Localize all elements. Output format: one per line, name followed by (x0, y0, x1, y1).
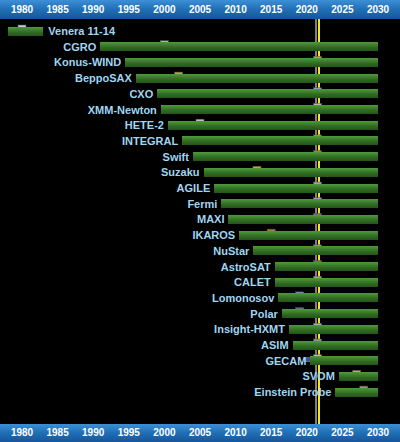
mission-row: Konus-WIND (54, 55, 378, 69)
mission-name: AstroSAT (221, 260, 271, 274)
mission-bar (157, 89, 378, 98)
mission-name: Fermi (187, 197, 217, 211)
axis-year: 2000 (153, 4, 175, 16)
mission-bar (136, 74, 378, 83)
mission-name: CXO (129, 87, 153, 101)
mission-row: CGRO (63, 40, 378, 54)
axis-year: 2030 (367, 4, 389, 16)
mission-name: Einstein Probe (254, 385, 331, 399)
axis-year: 2025 (331, 427, 353, 439)
mission-row: ASIM (261, 338, 378, 352)
mission-bar (182, 136, 378, 145)
mission-row: Suzaku (161, 165, 378, 179)
axis-year: 2005 (189, 427, 211, 439)
mission-bar (335, 388, 378, 397)
mission-name: INTEGRAL (122, 134, 178, 148)
mission-name: BeppoSAX (75, 71, 132, 85)
mission-row: CALET (234, 275, 378, 289)
mission-name: Insight-HXMT (214, 322, 285, 336)
axis-year: 2010 (224, 427, 246, 439)
mission-name: Suzaku (161, 165, 200, 179)
axis-year: 2015 (260, 427, 282, 439)
mission-row: XMM-Newton (88, 103, 378, 117)
mission-bar (282, 309, 378, 318)
axis-year: 2000 (153, 427, 175, 439)
mission-row: NuStar (213, 244, 378, 258)
axis-year: 1985 (46, 427, 68, 439)
mission-name: XMM-Newton (88, 103, 157, 117)
mission-row: Fermi (187, 197, 378, 211)
axis-year: 1990 (82, 4, 104, 16)
mission-row: Polar (250, 307, 378, 321)
mission-bar (168, 121, 378, 130)
mission-bar (239, 231, 378, 240)
mission-name: Swift (163, 150, 189, 164)
mission-bar (293, 341, 378, 350)
mission-row: AGILE (177, 181, 378, 195)
axis-year: 2020 (296, 427, 318, 439)
bottom-axis-band (0, 424, 400, 442)
mission-bar (275, 278, 378, 287)
mission-row: GECAM (265, 354, 378, 368)
top-axis-band (0, 0, 400, 19)
mission-bar (161, 105, 378, 114)
axis-year: 2020 (296, 4, 318, 16)
mission-bar (228, 215, 378, 224)
mission-name: IKAROS (192, 228, 235, 242)
mission-bar (310, 356, 378, 365)
axis-year: 1990 (82, 427, 104, 439)
axis-year: 2030 (367, 427, 389, 439)
axis-year: 1980 (11, 427, 33, 439)
mission-name: CGRO (63, 40, 96, 54)
axis-year: 2025 (331, 4, 353, 16)
mission-name: Polar (250, 307, 278, 321)
axis-year: 2015 (260, 4, 282, 16)
mission-name: MAXI (197, 212, 225, 226)
mission-row: MAXI (197, 212, 378, 226)
mission-bar (8, 27, 44, 36)
mission-name: SVOM (302, 369, 334, 383)
mission-bar (253, 246, 378, 255)
mission-row: BeppoSAX (75, 71, 378, 85)
mission-bar (275, 262, 378, 271)
mission-row: Lomonosov (212, 291, 378, 305)
mission-row: INTEGRAL (122, 134, 378, 148)
mission-bar (100, 42, 378, 51)
mission-row: CXO (129, 87, 378, 101)
mission-bar (214, 184, 378, 193)
mission-row: Swift (163, 150, 378, 164)
mission-name: ASIM (261, 338, 289, 352)
mission-row: Einstein Probe (254, 385, 378, 399)
mission-row: Venera 11-14 (8, 24, 115, 38)
axis-year: 2005 (189, 4, 211, 16)
mission-name: Konus-WIND (54, 55, 121, 69)
mission-bar (204, 168, 378, 177)
mission-name: Venera 11-14 (48, 24, 115, 38)
axis-year: 1995 (118, 4, 140, 16)
mission-name: NuStar (213, 244, 249, 258)
mission-row: Insight-HXMT (214, 322, 378, 336)
mission-row: AstroSAT (221, 260, 378, 274)
mission-row: HETE-2 (125, 118, 378, 132)
mission-bar (221, 199, 378, 208)
axis-year: 1995 (118, 427, 140, 439)
mission-name: GECAM (265, 354, 306, 368)
mission-row: IKAROS (192, 228, 378, 242)
axis-year: 2010 (224, 4, 246, 16)
mission-row: SVOM (302, 369, 378, 383)
mission-name: Lomonosov (212, 291, 274, 305)
mission-name: CALET (234, 275, 271, 289)
mission-bar (193, 152, 378, 161)
axis-year: 1985 (46, 4, 68, 16)
mission-bar (278, 293, 378, 302)
mission-name: AGILE (177, 181, 211, 195)
mission-name: HETE-2 (125, 118, 164, 132)
mission-bar (125, 58, 378, 67)
axis-year: 1980 (11, 4, 33, 16)
mission-bar (289, 325, 378, 334)
mission-bar (339, 372, 378, 381)
